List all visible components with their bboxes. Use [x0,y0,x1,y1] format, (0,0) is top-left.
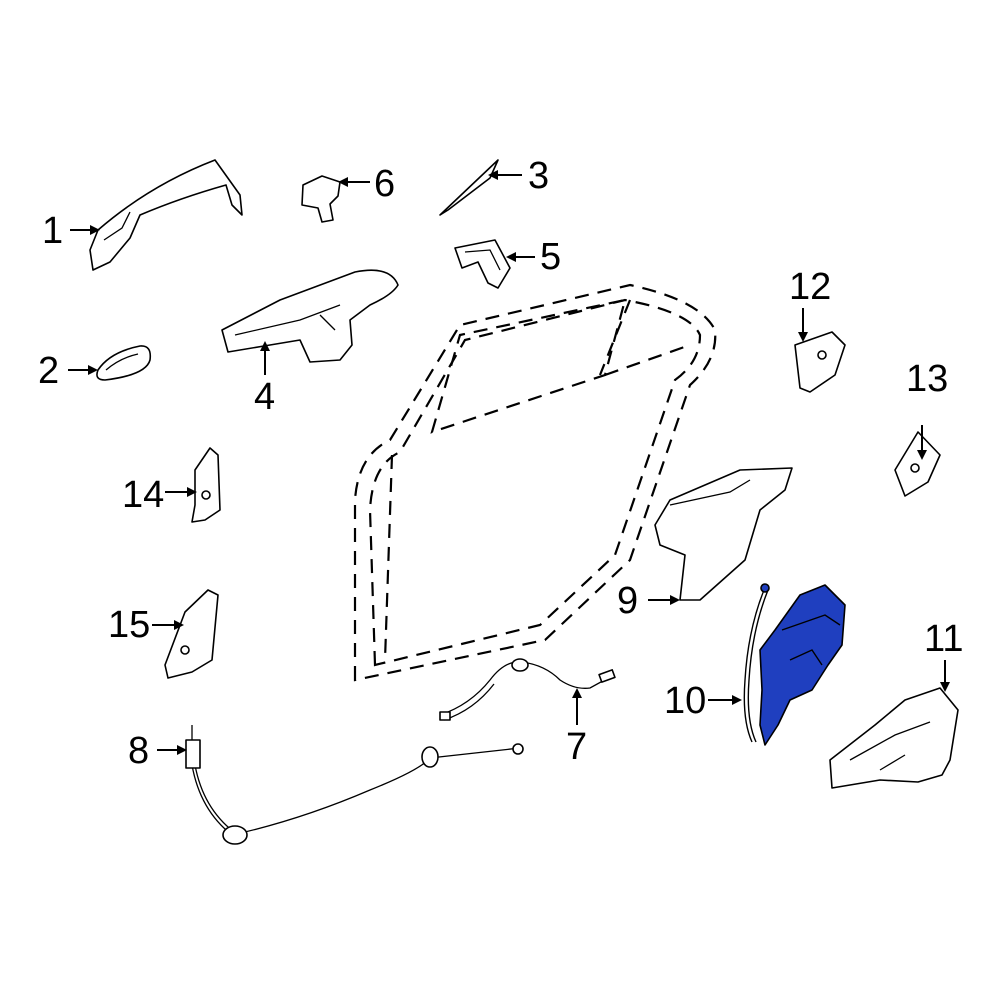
part-7-cable [439,658,616,721]
callout-10: 10 [664,680,707,722]
part-6-clip [301,175,341,223]
part-4-handle-carrier [221,269,399,363]
door-outline [353,283,717,682]
part-1-outer-handle [89,159,243,271]
callout-5: 5 [540,236,562,278]
callout-7: 7 [566,726,588,768]
callout-11: 11 [924,618,964,660]
callout-14: 14 [122,474,165,516]
callout-9: 9 [617,580,639,622]
callout-12: 12 [789,266,832,308]
part-15-hinge [164,589,219,679]
callout-13: 13 [906,358,949,400]
part-13-plate [894,431,941,497]
leader-arrows [68,170,950,755]
callout-15: 15 [108,604,151,646]
callout-2: 2 [38,350,60,392]
part-3-cover [439,159,499,216]
part-5-bracket [454,239,511,289]
callout-4: 4 [254,376,276,418]
part-14-hinge [191,447,221,523]
part-10-lock-assembly [743,583,846,746]
callout-1: 1 [42,210,64,252]
callout-8: 8 [128,730,150,772]
callout-6: 6 [374,163,396,205]
part-8-cable [185,725,524,845]
part-12-striker [794,331,846,393]
callout-3: 3 [528,155,550,197]
part-11-latch [829,687,959,789]
part-9-panel [654,467,793,601]
part-2-handle-insert [96,345,152,381]
